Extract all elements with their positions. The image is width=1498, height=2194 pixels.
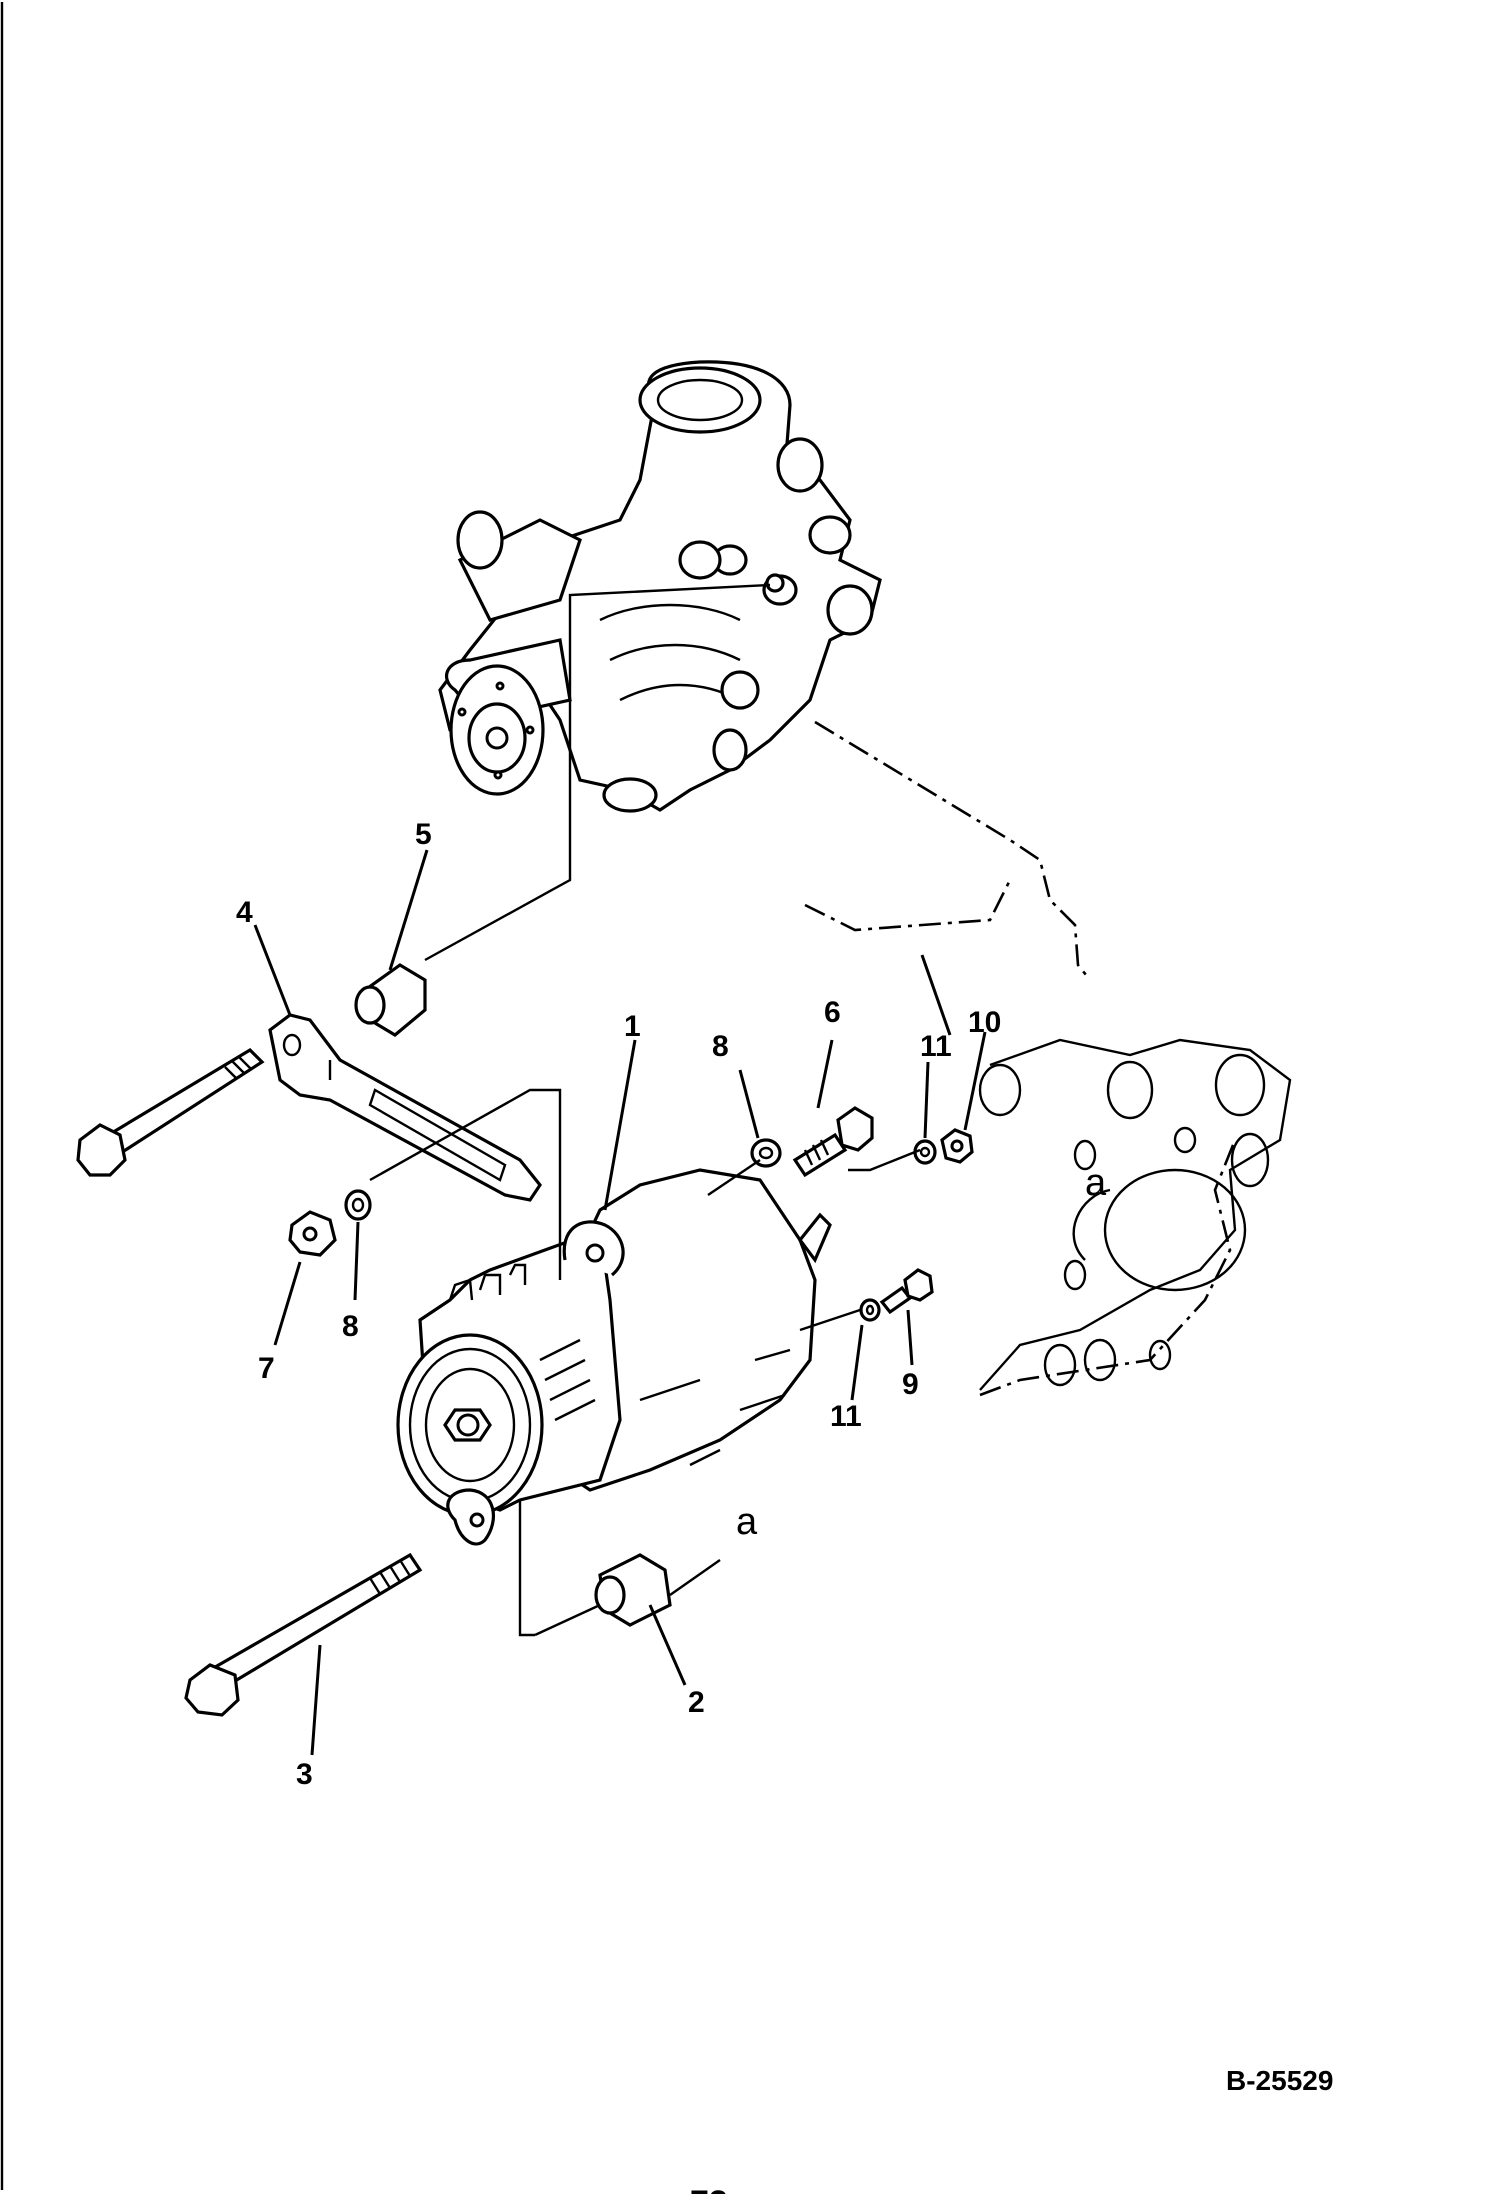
- callout-leaders: [253, 849, 987, 1756]
- washer-11-lower: [859, 1298, 881, 1322]
- callout-9: 9: [902, 1368, 919, 1401]
- nut-7: [288, 1210, 337, 1257]
- spacer-5: [354, 963, 427, 1037]
- bracket-bolt: [76, 1047, 265, 1177]
- figure-id: B-25529: [1226, 2065, 1333, 2096]
- nut-10: [940, 1128, 974, 1164]
- long-bolt-3: [184, 1552, 423, 1717]
- callout-8-lower: 8: [342, 1310, 359, 1343]
- callout-4: 4: [236, 896, 253, 929]
- callout-6: 6: [824, 996, 841, 1029]
- callout-11-lower: 11: [830, 1400, 862, 1433]
- engine-block-outline: [804, 720, 1237, 1397]
- callout-2: 2: [688, 1686, 705, 1719]
- adjusting-bracket: [268, 1013, 542, 1202]
- bolt-9: [879, 1268, 934, 1315]
- callout-5: 5: [415, 818, 432, 851]
- timing-cover: [978, 1038, 1292, 1391]
- washer-11-upper: [913, 1139, 937, 1165]
- callout-8-upper: 8: [712, 1030, 729, 1063]
- callout-10: 10: [968, 1006, 1001, 1039]
- alternator: [396, 1168, 832, 1546]
- callout-3: 3: [296, 1758, 313, 1791]
- washer-8-left: [344, 1189, 372, 1221]
- assembly-lines: [369, 583, 921, 1637]
- callout-11-upper: 11: [920, 1030, 952, 1063]
- reference-mark-a-engine: a: [1085, 1162, 1107, 1204]
- water-pump-assembly: [438, 360, 882, 813]
- callout-7: 7: [258, 1352, 275, 1385]
- reference-mark-a-spacer: a: [736, 1501, 758, 1543]
- bolt-6: [792, 1106, 874, 1178]
- page-number: 73: [690, 2184, 728, 2194]
- callout-1: 1: [624, 1010, 641, 1043]
